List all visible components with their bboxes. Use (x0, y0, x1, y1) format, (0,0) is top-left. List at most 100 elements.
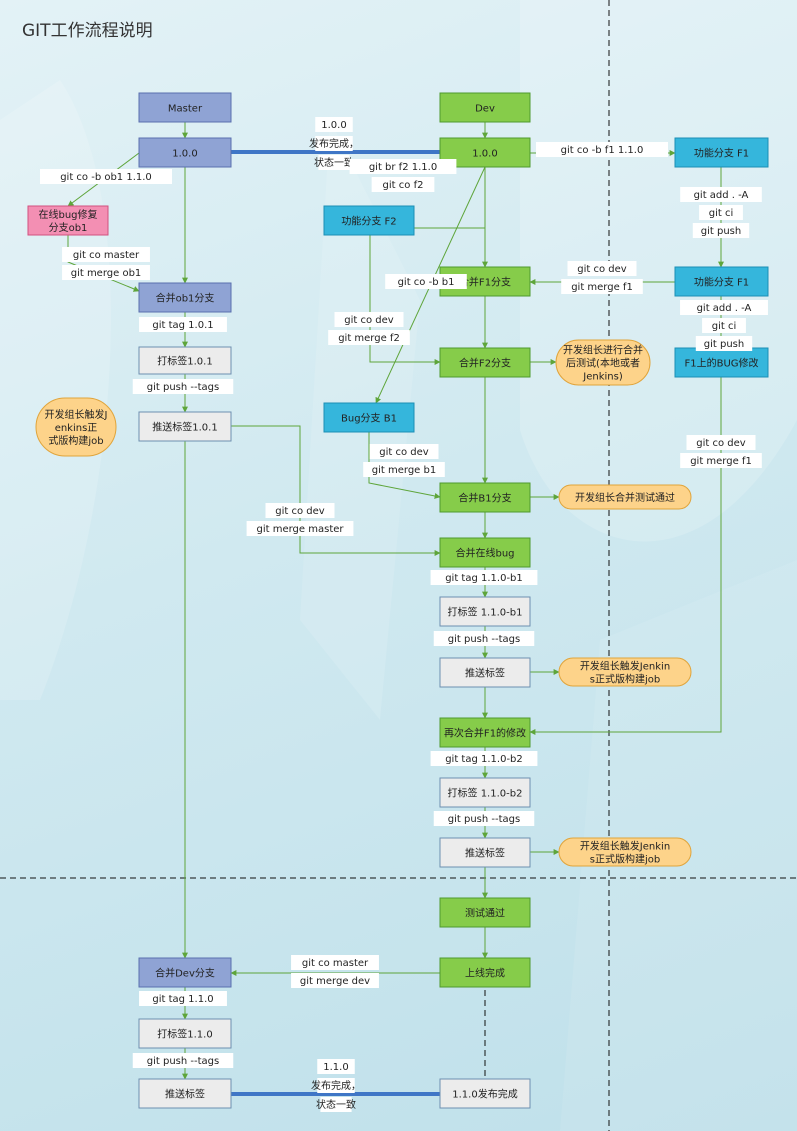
label-line: git add . -A (694, 190, 749, 201)
label-line: git merge ob1 (71, 268, 142, 279)
label-line: git co dev (696, 438, 746, 449)
node-label: 推送标签 (465, 847, 505, 860)
label-co-ob1: git co -b ob1 1.1.0 (40, 169, 172, 184)
label-line: git merge b1 (372, 465, 436, 476)
node-label: 开发组长触发J (45, 408, 108, 421)
label-line: git co -b b1 (398, 277, 455, 288)
node-label: 推送标签1.0.1 (152, 421, 217, 434)
node-label: 打标签 1.1.0-b1 (448, 606, 523, 619)
node-push110: 推送标签 (138, 1078, 232, 1109)
node-dev: Dev (439, 92, 531, 123)
node-tag101: 打标签1.0.1 (138, 346, 232, 375)
node-test-ok: 测试通过 (439, 897, 531, 928)
node-label: 打标签1.1.0 (157, 1028, 212, 1041)
label-line: git push (701, 226, 741, 237)
label-push-tags-b2: git push --tags (433, 811, 535, 826)
label-line: git push --tags (147, 1056, 219, 1067)
label-line: 发布完成， (311, 1079, 361, 1092)
node-label: 推送标签 (165, 1088, 205, 1101)
label-br-f2: git br f2 1.1.0 git co f2 (349, 159, 457, 192)
connector-13 (369, 235, 441, 365)
label-tag-b2: git tag 1.1.0-b2 (430, 751, 538, 766)
label-co-b-b1: git co -b b1 (385, 274, 467, 289)
node-label: 合并Dev分支 (155, 967, 215, 980)
label-push-tags1: git push --tags (132, 379, 234, 394)
node-label: 1.0.0 (172, 149, 197, 160)
label-line: git push --tags (147, 382, 219, 393)
label-tag-b1: git tag 1.1.0-b1 (430, 570, 538, 585)
node-tag-b1: 打标签 1.1.0-b1 (439, 596, 531, 627)
label-line: 1.0.0 (321, 120, 346, 131)
node-label: 功能分支 F2 (341, 215, 396, 228)
label-release100: 1.0.0 发布完成， 状态一致 (309, 117, 359, 170)
node-label: 后测试(本地或者 (566, 357, 640, 370)
label-line: git merge dev (300, 976, 370, 987)
node-label: Bug分支 B1 (341, 413, 397, 425)
label-co-master-merge-dev: git co master git merge dev (291, 955, 379, 988)
label-line: 发布完成， (309, 137, 359, 150)
node-label: 开发组长触发Jenkin (580, 840, 670, 853)
node-label: s正式版构建job (590, 853, 660, 866)
label-tag101: git tag 1.0.1 (139, 317, 227, 332)
node-label: 再次合并F1的修改 (444, 727, 526, 740)
node-push-b2: 推送标签 (439, 837, 531, 868)
label-line: git add . -A (697, 303, 752, 314)
label-line: git co f2 (383, 180, 424, 191)
label-line: git co master (302, 958, 369, 969)
label-push-tags-b1: git push --tags (433, 631, 535, 646)
label-line: git co master (73, 250, 140, 261)
node-merge-dev: 合并Dev分支 (138, 957, 232, 988)
node-note-mergeok: 开发组长合并测试通过 (558, 484, 692, 510)
label-line: git br f2 1.1.0 (369, 162, 437, 173)
label-push-tags110: git push --tags (132, 1053, 234, 1068)
node-f1: 功能分支 F1 (674, 137, 769, 168)
node-label: 测试通过 (465, 907, 505, 920)
label-line: git co -b ob1 1.1.0 (60, 172, 152, 183)
node-label: Dev (475, 104, 495, 115)
node-tag110: 打标签1.1.0 (138, 1018, 232, 1049)
node-label: 合并ob1分支 (156, 292, 215, 305)
node-tag-b2: 打标签 1.1.0-b2 (439, 777, 531, 808)
label-co-b-f1: git co -b f1 1.1.0 (536, 142, 668, 157)
label-line: 状态一致 (316, 1098, 356, 1111)
node-label: 1.0.0 (472, 149, 497, 160)
node-remerge-f1: 再次合并F1的修改 (439, 717, 531, 748)
nodes: Master1.0.0在线bug修复分支ob1合并ob1分支打标签1.0.1推送… (27, 92, 769, 1109)
label-line: git push (704, 339, 744, 350)
node-b1: Bug分支 B1 (323, 402, 415, 433)
node-push-b1: 推送标签 (439, 657, 531, 688)
node-label: 合并在线bug (455, 547, 514, 560)
node-merge-online: 合并在线bug (439, 537, 531, 568)
node-label: 功能分支 F1 (694, 147, 749, 160)
node-release110: 1.1.0发布完成 (439, 1078, 531, 1109)
node-f1-bug: F1上的BUG修改 (674, 347, 769, 378)
node-online-done: 上线完成 (439, 957, 531, 988)
node-label: F1上的BUG修改 (684, 357, 758, 370)
label-line: git push --tags (448, 634, 520, 645)
node-label: 推送标签 (465, 667, 505, 680)
label-line: git co -b f1 1.1.0 (561, 145, 644, 156)
label-line: git merge f1 (571, 282, 633, 293)
node-label: 在线bug修复 (38, 208, 97, 221)
label-co-master-merge-ob1: git co master git merge ob1 (62, 247, 150, 280)
page-title: GIT工作流程说明 (22, 21, 153, 41)
node-label: 合并B1分支 (458, 492, 511, 505)
label-add-ci-push-small: git add . -A git ci git push (680, 300, 768, 351)
node-mergef2: 合并F2分支 (439, 347, 531, 378)
connector-8 (231, 425, 441, 556)
label-line: git co dev (344, 315, 394, 326)
node-label: 上线完成 (465, 967, 505, 980)
label-line: 状态一致 (314, 156, 354, 169)
label-line: git ci (712, 321, 737, 332)
connector-20 (368, 432, 441, 499)
node-label: Jenkins) (582, 372, 623, 383)
